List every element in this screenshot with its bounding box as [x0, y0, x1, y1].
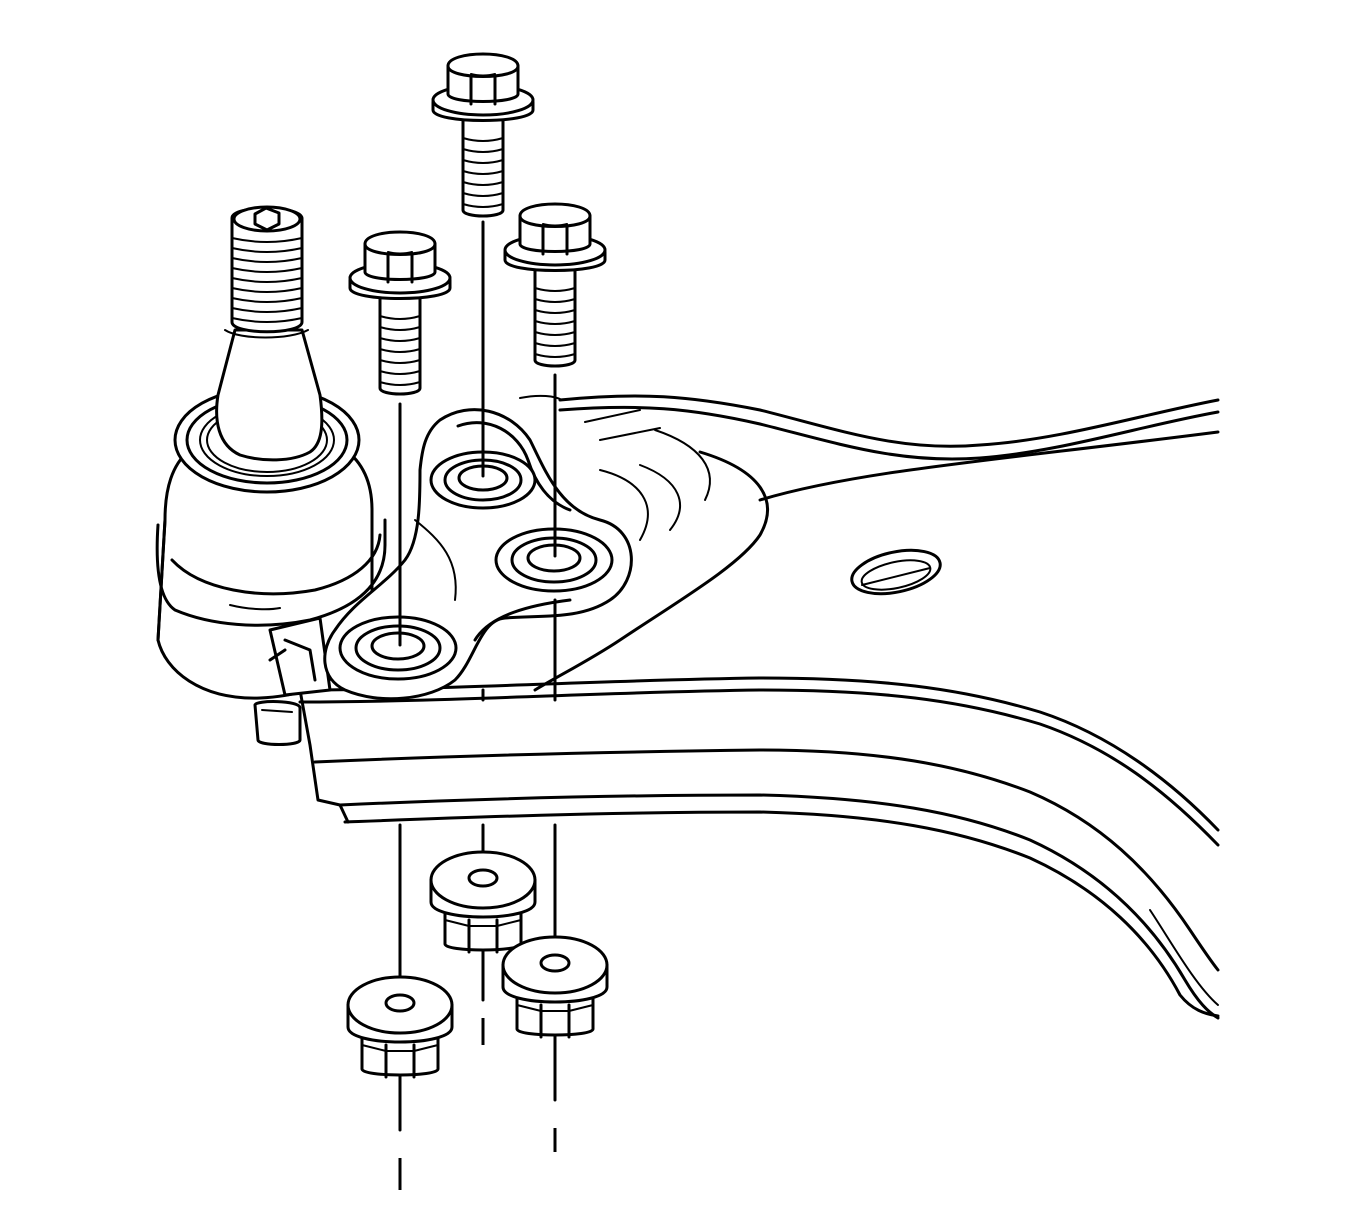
nut-left: [346, 975, 454, 1079]
control-arm: [298, 394, 1220, 1020]
stud-threads: [231, 237, 303, 323]
bolt-right: [503, 202, 607, 368]
bolt-center: [431, 52, 535, 218]
nut-center: [429, 850, 537, 954]
nut-right: [501, 935, 609, 1039]
bolt-left: [348, 230, 452, 396]
ball-joint: [155, 205, 387, 746]
